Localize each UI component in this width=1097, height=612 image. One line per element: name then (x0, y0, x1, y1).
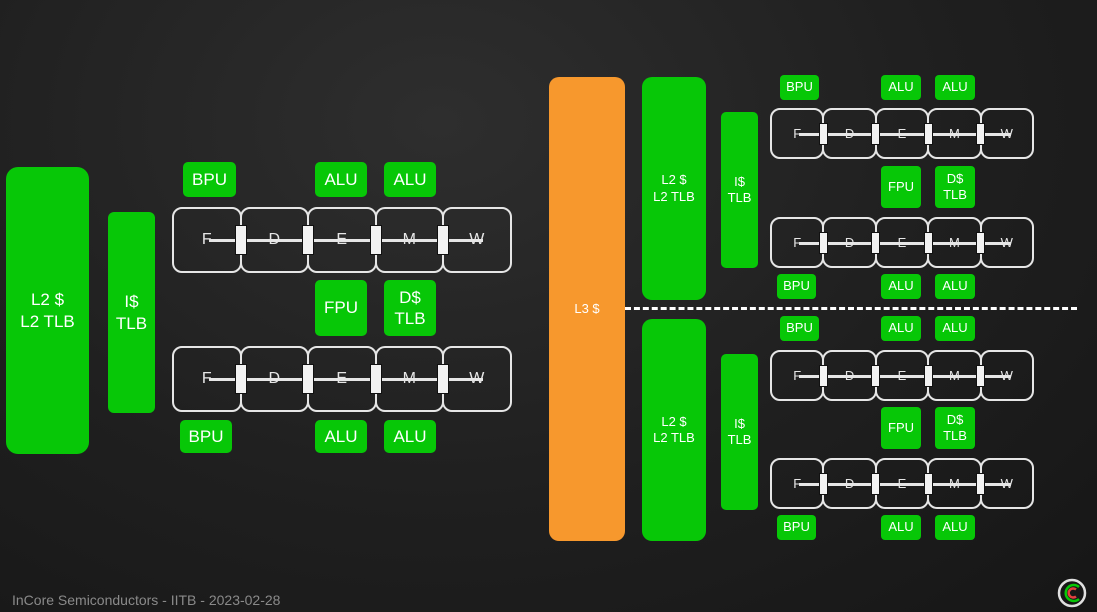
alu-block: ALU (315, 162, 367, 197)
l3-cache-block: L3 $ (549, 77, 625, 541)
left-lower-pipeline-latch (369, 364, 382, 394)
alu-block: ALU (315, 420, 367, 453)
l2-cache-block: L2 $ L2 TLB (6, 167, 89, 454)
alu-block: ALU (384, 420, 436, 453)
right-core2-lower-pipeline-latch (923, 472, 933, 495)
right-core1-lower-pipeline-latch (976, 231, 986, 254)
footer-text: InCore Semiconductors - IITB - 2023-02-2… (12, 592, 281, 608)
fpu-block: FPU (881, 166, 921, 208)
right-core2-upper-pipeline-latch (871, 364, 881, 387)
core-divider (625, 307, 1077, 310)
right-core1-upper-pipeline-latch (818, 122, 828, 145)
alu-block: ALU (881, 515, 921, 540)
dcache-block: D$ TLB (935, 407, 975, 449)
dcache-block: D$ TLB (935, 166, 975, 208)
bpu-block: BPU (183, 162, 236, 197)
left-upper-pipeline-latch (234, 225, 247, 255)
left-lower-pipeline-latch (234, 364, 247, 394)
bpu-block: BPU (777, 515, 816, 540)
left-upper-pipeline-latch (302, 225, 314, 255)
left-upper-pipeline-latch (369, 225, 382, 255)
right-core2-upper-pipeline-latch (976, 364, 986, 387)
right-core2-upper-pipeline-latch (923, 364, 933, 387)
right-core1-lower-pipeline-latch (871, 231, 881, 254)
icache-block: I$ TLB (721, 112, 758, 268)
right-core1-upper-pipeline-latch (976, 122, 986, 145)
right-core2-lower-pipeline-latch (818, 472, 828, 495)
fpu-block: FPU (881, 407, 921, 449)
right-core2-lower-pipeline-bus (798, 482, 1012, 486)
right-core2-lower-pipeline-latch (871, 472, 881, 495)
right-core1-lower-pipeline-bus (798, 241, 1012, 245)
bpu-block: BPU (780, 316, 819, 341)
alu-block: ALU (935, 274, 975, 299)
bpu-block: BPU (777, 274, 816, 299)
alu-block: ALU (935, 515, 975, 540)
l2-cache-block: L2 $ L2 TLB (642, 77, 706, 300)
alu-block: ALU (384, 162, 436, 197)
alu-block: ALU (935, 75, 975, 100)
bpu-block: BPU (780, 75, 819, 100)
right-core1-upper-pipeline-latch (923, 122, 933, 145)
left-lower-pipeline-latch (437, 364, 449, 394)
icache-block: I$ TLB (721, 354, 758, 510)
left-lower-pipeline-bus (209, 378, 483, 381)
bpu-block: BPU (180, 420, 232, 453)
right-core1-lower-pipeline-latch (818, 231, 828, 254)
right-core2-lower-pipeline-latch (976, 472, 986, 495)
right-core1-upper-pipeline-bus (798, 132, 1012, 136)
left-upper-pipeline-bus (209, 239, 483, 242)
l2-cache-block: L2 $ L2 TLB (642, 319, 706, 541)
left-lower-pipeline-latch (302, 364, 314, 394)
left-upper-pipeline-latch (437, 225, 449, 255)
right-core2-upper-pipeline-latch (818, 364, 828, 387)
alu-block: ALU (881, 75, 921, 100)
alu-block: ALU (881, 316, 921, 341)
right-core1-lower-pipeline-latch (923, 231, 933, 254)
fpu-block: FPU (315, 280, 367, 336)
incore-logo-icon (1057, 578, 1087, 608)
right-core1-upper-pipeline-latch (871, 122, 881, 145)
right-core2-upper-pipeline-bus (798, 374, 1012, 378)
dcache-block: D$ TLB (384, 280, 436, 336)
icache-block: I$ TLB (108, 212, 155, 413)
alu-block: ALU (935, 316, 975, 341)
alu-block: ALU (881, 274, 921, 299)
